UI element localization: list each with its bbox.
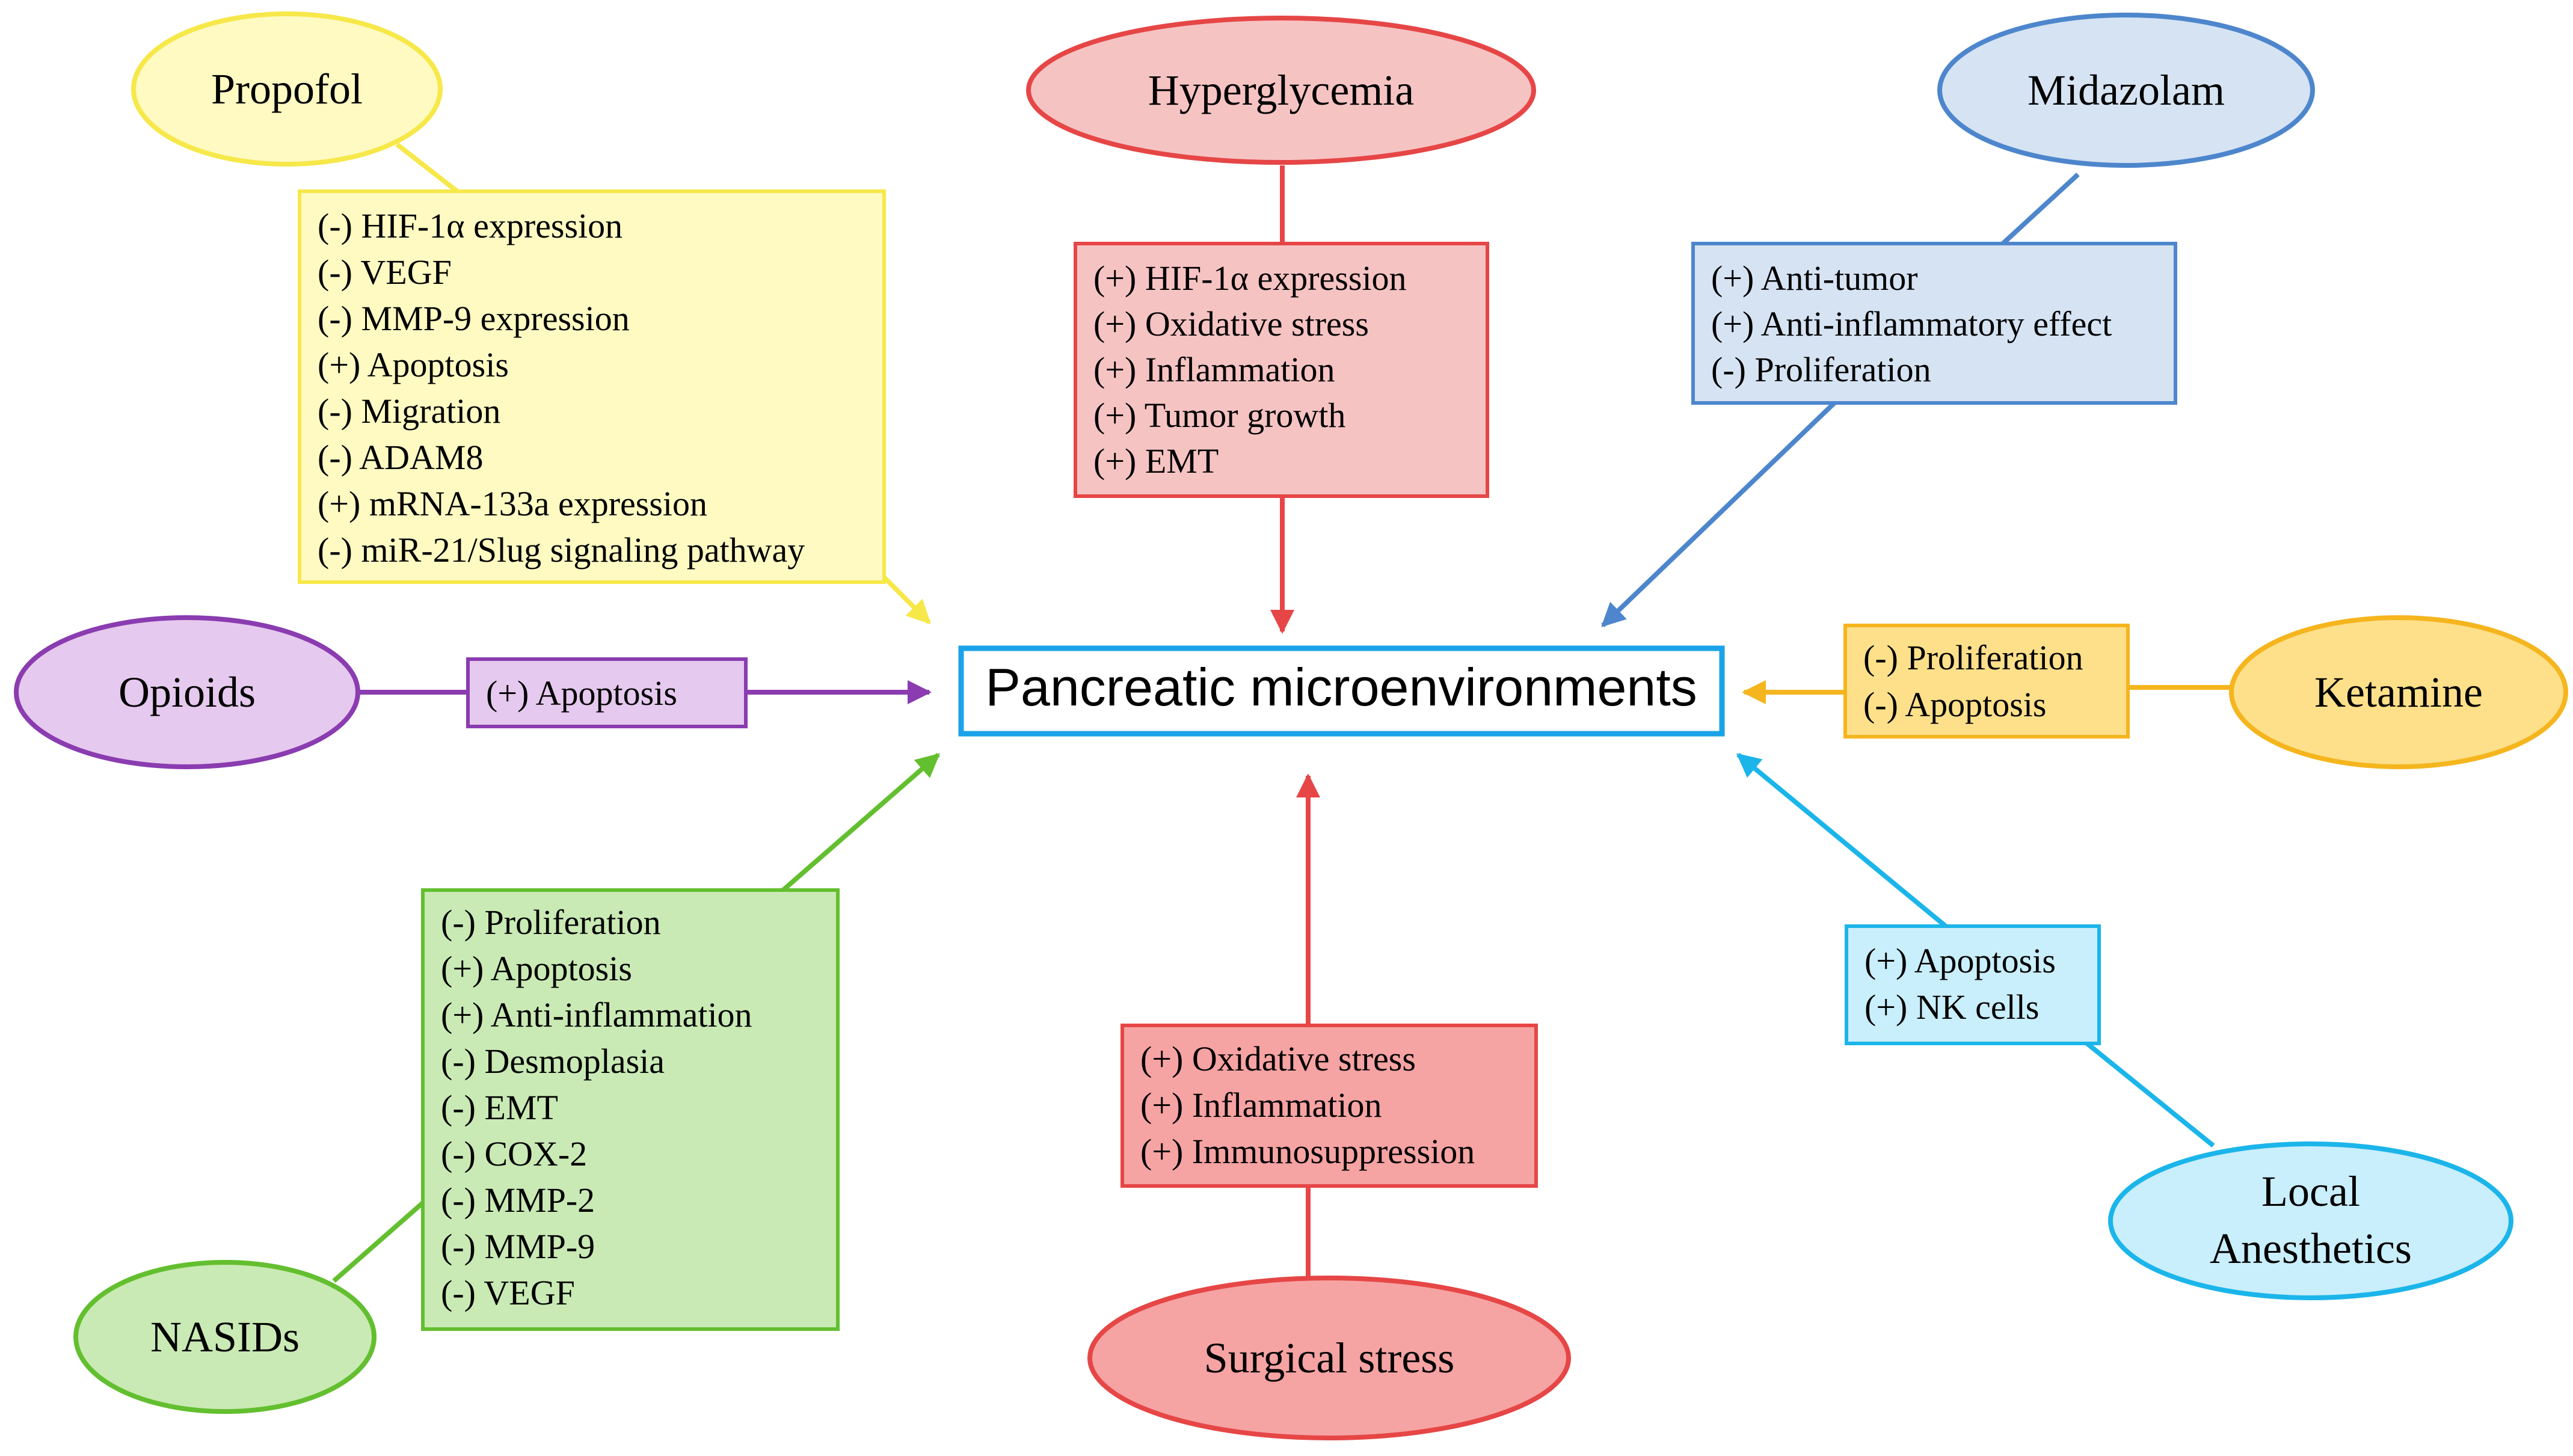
nasids-node xyxy=(73,1260,377,1414)
local-anesthetics-node xyxy=(2108,1141,2513,1300)
effect-item: (-) VEGF xyxy=(441,1273,575,1312)
propofol-node xyxy=(131,11,443,167)
effect-item: (-) Proliferation xyxy=(1863,638,2083,677)
surgical-stress-effects-box xyxy=(1120,1024,1538,1188)
surgical-stress-label: Surgical stress xyxy=(1204,1334,1455,1382)
nasids-label: NASIDs xyxy=(150,1313,300,1361)
effect-item: (+) Tumor growth xyxy=(1093,396,1345,435)
effect-item: (+) NK cells xyxy=(1864,988,2039,1027)
effect-item: (+) HIF-1α expression xyxy=(1093,259,1407,298)
effect-item: (-) Proliferation xyxy=(1711,350,1931,389)
opioids-effects: (+) Apoptosis xyxy=(486,674,677,713)
effect-item: (-) ADAM8 xyxy=(318,438,483,477)
midazolam-group: Midazolam (+) Anti-tumor (+) Anti-inflam… xyxy=(1691,13,2315,405)
ketamine-effects: (-) Proliferation (-) Apoptosis xyxy=(1863,638,2092,724)
ketamine-group: Ketamine (-) Proliferation (-) Apoptosis xyxy=(1843,615,2568,769)
propofol-effects-box xyxy=(298,189,886,584)
local-anesthetics-connector xyxy=(2085,1041,2215,1148)
surgical-stress-node xyxy=(1087,1276,1571,1440)
effect-item: (-) COX-2 xyxy=(441,1134,587,1173)
local-anesthetics-label-line1: Local xyxy=(2261,1167,2360,1215)
midazolam-effects-box xyxy=(1691,242,2177,405)
effect-item: (-) VEGF xyxy=(318,253,452,292)
ketamine-label: Ketamine xyxy=(2314,668,2483,716)
local-anesthetics-arrow xyxy=(1736,752,1947,929)
propofol-connector xyxy=(395,142,459,194)
midazolam-label: Midazolam xyxy=(2027,66,2225,114)
hyperglycemia-node xyxy=(1026,16,1536,165)
effect-item: (-) Desmoplasia xyxy=(441,1042,665,1081)
center-label: Pancreatic microenvironments xyxy=(985,657,1697,717)
effect-item: (-) miR-21/Slug signaling pathway xyxy=(318,530,805,570)
effect-item: (-) MMP-9 expression xyxy=(318,299,630,338)
effect-item: (+) Apoptosis xyxy=(1864,941,2056,980)
local-anesthetics-label-line2: Anesthetics xyxy=(2210,1224,2412,1273)
effect-item: (+) mRNA-133a expression xyxy=(318,484,707,523)
center-node: Pancreatic microenvironments xyxy=(958,645,1725,737)
nasids-group: (-) Proliferation (+) Apoptosis (+) Anti… xyxy=(73,888,840,1414)
hyperglycemia-label: Hyperglycemia xyxy=(1148,66,1415,114)
propofol-label: Propofol xyxy=(211,65,363,113)
effect-item: (-) Proliferation xyxy=(441,903,661,942)
ketamine-node xyxy=(2229,615,2568,769)
effect-item: (+) Apoptosis xyxy=(318,345,509,384)
midazolam-node xyxy=(1937,13,2315,168)
effect-item: (+) Apoptosis xyxy=(441,949,632,988)
ketamine-effects-box xyxy=(1843,624,2130,739)
center-box xyxy=(958,645,1725,737)
propofol-group: Propofol (-) HIF-1α expression (-) VEGF … xyxy=(131,11,886,584)
nasids-arrow xyxy=(781,752,941,892)
opioids-group: Opioids (+) Apoptosis xyxy=(14,615,748,769)
effect-item: (-) Migration xyxy=(318,392,500,431)
connectors xyxy=(332,142,2231,1283)
hyperglycemia-effects: (+) HIF-1α expression (+) Oxidative stre… xyxy=(1093,259,1415,481)
midazolam-arrow xyxy=(1601,401,1836,627)
surgical-stress-effects: (+) Oxidative stress (+) Inflammation (+… xyxy=(1140,1039,1475,1171)
effect-item: (+) Oxidative stress xyxy=(1140,1039,1416,1078)
nasids-effects-box xyxy=(421,888,840,1331)
hyperglycemia-effects-box xyxy=(1074,242,1489,498)
propofol-arrow xyxy=(879,573,931,624)
local-anesthetics-effects-box xyxy=(1845,924,2101,1045)
nasids-effects: (-) Proliferation (+) Apoptosis (+) Anti… xyxy=(441,903,761,1312)
effect-item: (+) EMT xyxy=(1093,441,1219,481)
surgical-stress-group: (+) Oxidative stress (+) Inflammation (+… xyxy=(1087,1024,1571,1440)
effect-item: (+) Anti-tumor xyxy=(1711,259,1918,298)
propofol-effects: (-) HIF-1α expression (-) VEGF (-) MMP-9… xyxy=(318,206,805,570)
effect-item: (-) EMT xyxy=(441,1088,558,1127)
local-anesthetics-effects: (+) Apoptosis (+) NK cells xyxy=(1864,941,2064,1027)
opioids-effects-box xyxy=(466,657,748,728)
nasids-connector xyxy=(332,1200,425,1283)
effect-item: (-) Apoptosis xyxy=(1863,685,2047,724)
effect-item: (-) MMP-9 xyxy=(441,1227,595,1266)
effect-item: (+) Oxidative stress xyxy=(1093,304,1369,343)
effect-item: (+) Immunosuppression xyxy=(1140,1132,1475,1171)
effect-item: (+) Apoptosis xyxy=(486,674,677,713)
effect-item: (+) Inflammation xyxy=(1140,1086,1382,1125)
opioids-label: Opioids xyxy=(118,668,256,716)
hyperglycemia-group: Hyperglycemia (+) HIF-1α expression (+) … xyxy=(1026,16,1536,498)
effect-item: (+) Inflammation xyxy=(1093,350,1335,389)
midazolam-connector xyxy=(2001,173,2080,245)
opioids-node xyxy=(14,615,360,769)
local-anesthetics-group: (+) Apoptosis (+) NK cells Local Anesthe… xyxy=(1845,924,2513,1300)
effect-item: (-) HIF-1α expression xyxy=(318,206,622,245)
effect-item: (+) Anti-inflammatory effect xyxy=(1711,304,2112,343)
midazolam-effects: (+) Anti-tumor (+) Anti-inflammatory eff… xyxy=(1711,259,2121,389)
effect-item: (+) Anti-inflammation xyxy=(441,995,752,1034)
effect-item: (-) MMP-2 xyxy=(441,1181,595,1220)
